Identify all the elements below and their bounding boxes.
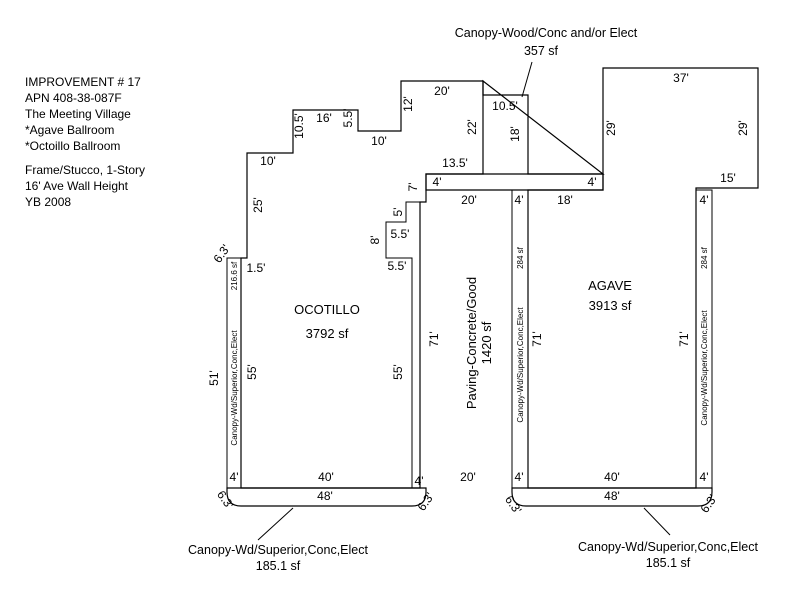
dim-71-b: 71' [530, 331, 544, 347]
dim-71-a: 71' [427, 331, 441, 347]
dim-5: 5' [391, 208, 405, 217]
room-ocotillo-note: *Octoillo Ballroom [25, 139, 121, 153]
leader-canopy-bottom-right [643, 507, 671, 536]
dim-51: 51' [207, 370, 221, 386]
ocotillo-label: OCOTILLO [294, 302, 360, 317]
dim-4-d: 4' [700, 193, 709, 207]
canopy-bottom-left [226, 487, 427, 507]
construction-type: Frame/Stucco, 1-Story [25, 163, 146, 177]
dim-37: 37' [673, 71, 689, 85]
dim-20-b: 20' [461, 193, 477, 207]
dim-4-b: 4' [515, 193, 524, 207]
dim-4-f: 4' [415, 474, 424, 488]
dim-20-top: 20' [434, 84, 450, 98]
walkway-strip-outline [425, 173, 604, 191]
canopy-strip-left-area: 216.6 sf [230, 261, 239, 290]
canopy-bottom-right [511, 487, 713, 507]
dim-55-a: 55' [245, 364, 259, 380]
dim-4-c: 4' [588, 175, 597, 189]
dim-55-b: 55' [391, 364, 405, 380]
dim-40-a: 40' [318, 470, 334, 484]
agave-label: AGAVE [588, 278, 632, 293]
dim-29-a: 29' [604, 120, 618, 136]
dim-71-c: 71' [677, 331, 691, 347]
canopy-bottom-right-label: Canopy-Wd/Superior,Conc,Elect [578, 540, 758, 554]
property-name: The Meeting Village [25, 107, 131, 121]
dim-5-5-c: 5.5' [388, 259, 407, 273]
dim-13-5: 13.5' [442, 156, 468, 170]
dim-10-a: 10' [260, 154, 276, 168]
dim-5-5-b: 5.5' [391, 227, 410, 241]
apn-number: APN 408-38-087F [25, 91, 122, 105]
canopy-strip-left-label: Canopy-Wd/Superior,Conc,Elect [230, 330, 239, 446]
dim-6-3-b: 6.3' [214, 488, 236, 512]
canopy-bottom-left-label: Canopy-Wd/Superior,Conc,Elect [188, 543, 368, 557]
dim-6-3-e: 6.3' [698, 492, 720, 516]
room-agave-note: *Agave Ballroom [25, 123, 115, 137]
paving-area: 1420 sf [479, 321, 494, 364]
dim-1-5: 1.5' [247, 261, 266, 275]
dim-18-v: 18' [508, 126, 522, 142]
dim-6-3-d: 6.3' [502, 493, 524, 517]
dim-48-b: 48' [604, 489, 620, 503]
leader-canopy-top [521, 61, 533, 98]
dim-16: 16' [316, 111, 332, 125]
ocotillo-outline [240, 80, 484, 489]
top-canopy-outline [482, 79, 605, 175]
dim-4-a: 4' [433, 175, 442, 189]
dim-15: 15' [720, 171, 736, 185]
canopy-bottom-right-area: 185.1 sf [646, 556, 691, 570]
dim-12: 12' [401, 96, 415, 112]
dim-8: 8' [368, 236, 382, 245]
canopy-top-label: Canopy-Wood/Conc and/or Elect [455, 26, 638, 40]
wall-height: 16' Ave Wall Height [25, 179, 129, 193]
canopy-strip-middle-area: 284 sf [516, 246, 525, 269]
agave-outline [527, 67, 759, 489]
improvement-number: IMPROVEMENT # 17 [25, 75, 141, 89]
dim-18-h: 18' [557, 193, 573, 207]
dim-40-b: 40' [604, 470, 620, 484]
agave-area: 3913 sf [589, 298, 632, 313]
canopy-strip-middle-label: Canopy-Wd/Superior,Conc,Elect [516, 307, 525, 423]
dim-4-e: 4' [230, 470, 239, 484]
ocotillo-area: 3792 sf [306, 326, 349, 341]
dim-5-5-a: 5.5' [341, 109, 355, 128]
dim-7: 7' [406, 183, 420, 192]
ocotillo-notch [385, 201, 420, 488]
dim-10-b: 10' [371, 134, 387, 148]
dim-4-g: 4' [515, 470, 524, 484]
dim-6-3-c: 6.3' [415, 490, 437, 514]
leader-canopy-bottom-left [257, 507, 294, 541]
dim-22: 22' [465, 119, 479, 135]
dim-10-5-a: 10.5' [292, 113, 306, 139]
dim-4-h: 4' [700, 470, 709, 484]
canopy-strip-right-label: Canopy-Wd/Superior,Conc,Elect [700, 310, 709, 426]
canopy-bottom-left-area: 185.1 sf [256, 559, 301, 573]
dim-29-b: 29' [736, 120, 750, 136]
canopy-top-area: 357 sf [524, 44, 559, 58]
paving-label: Paving-Concrete/Good [464, 277, 479, 409]
year-built: YB 2008 [25, 195, 72, 209]
dim-48-a: 48' [317, 489, 333, 503]
dim-20-c: 20' [460, 470, 476, 484]
dim-10-5-b: 10.5' [492, 99, 518, 113]
improvement-info: IMPROVEMENT # 17 APN 408-38-087F The Mee… [25, 74, 145, 210]
dim-25: 25' [251, 197, 265, 213]
canopy-strip-right-area: 284 sf [700, 246, 709, 269]
